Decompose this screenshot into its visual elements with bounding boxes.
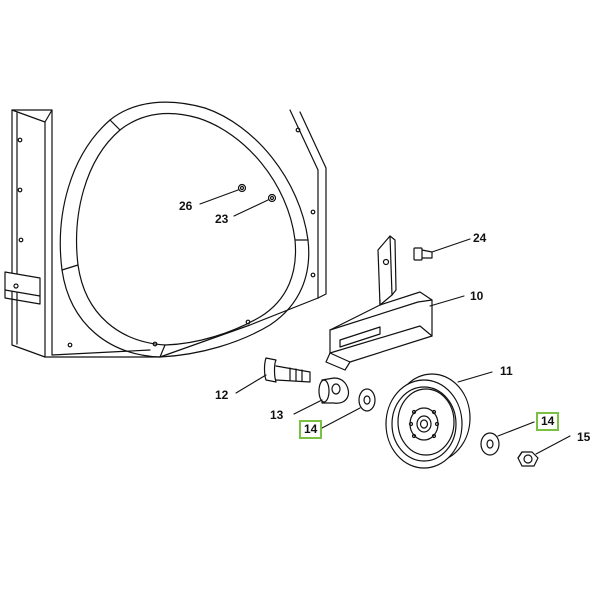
nut-part-23 <box>267 193 277 203</box>
callout-12: 12 <box>215 388 229 402</box>
callout-13: 13 <box>270 408 284 422</box>
nut-part-15 <box>517 451 539 467</box>
nut-part-26 <box>237 183 247 193</box>
fan-shroud-housing <box>4 101 327 358</box>
callout-15: 15 <box>577 430 591 444</box>
bolt-part-12 <box>263 357 311 383</box>
callout-10: 10 <box>470 289 484 303</box>
callout-14-left-highlighted[interactable]: 14 <box>299 420 323 439</box>
spacer-part-13 <box>318 377 350 404</box>
callout-24: 24 <box>473 231 487 245</box>
pulley-part-11 <box>385 373 471 469</box>
callout-11: 11 <box>500 364 513 378</box>
bolt-part-24 <box>413 247 433 261</box>
washer-part-14-right <box>480 432 500 456</box>
bracket-part-10 <box>325 235 433 371</box>
callout-26: 26 <box>179 199 193 213</box>
callout-14-right-highlighted[interactable]: 14 <box>536 412 560 431</box>
leader-lines <box>199 189 571 455</box>
callout-23: 23 <box>215 212 229 226</box>
washer-part-14-left <box>358 388 376 412</box>
